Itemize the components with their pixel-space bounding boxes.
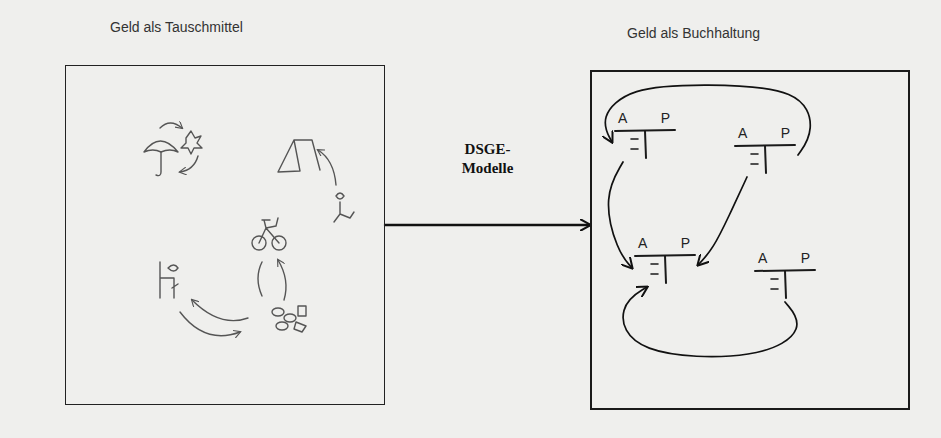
- t-account-stem: [765, 146, 766, 173]
- asset-side-label: A: [758, 250, 767, 266]
- asset-side-label: A: [638, 235, 647, 251]
- swap-arrow: [318, 150, 336, 185]
- asset-side-label: A: [618, 110, 627, 126]
- liability-side-label: P: [681, 235, 690, 251]
- t-account: AP: [635, 235, 695, 283]
- tent-doodle: [278, 140, 320, 172]
- entry-mark: [631, 139, 638, 149]
- booking-arrow: [623, 287, 797, 357]
- transition-arrow: [385, 224, 590, 226]
- goods-doodle: [272, 308, 284, 316]
- edge-label: DSGE-Modelle: [447, 140, 529, 178]
- t-account-stem: [665, 256, 666, 283]
- flower-doodle: [181, 131, 202, 154]
- liability-side-label: P: [781, 125, 790, 141]
- entry-mark: [771, 279, 778, 289]
- t-account: AP: [735, 125, 795, 173]
- liability-side-label: P: [661, 110, 670, 126]
- swap-arrow: [258, 262, 262, 296]
- panel-heading: Geld als Tauschmittel: [110, 19, 243, 35]
- liability-side-label: P: [801, 250, 810, 266]
- asset-side-label: A: [738, 125, 747, 141]
- t-account: AP: [755, 250, 815, 298]
- booking-arrow: [605, 85, 810, 155]
- swap-arrow: [160, 123, 182, 128]
- swap-arrow: [278, 260, 286, 300]
- goods-doodle: [294, 306, 306, 332]
- bicycle-frame: [259, 218, 279, 243]
- t-account-stem: [785, 271, 786, 298]
- booking-arrow: [609, 162, 632, 268]
- chair-doodle: [160, 262, 178, 298]
- swap-arrow: [180, 312, 240, 336]
- goods-doodle: [284, 314, 296, 322]
- entry-mark: [651, 264, 658, 274]
- swap-arrow: [192, 300, 248, 321]
- entry-mark: [751, 154, 758, 164]
- umbrella-handle: [156, 152, 161, 176]
- umbrella-doodle: [144, 141, 178, 152]
- person-doodle: [334, 193, 354, 222]
- panel-heading: Geld als Buchhaltung: [627, 25, 760, 41]
- swap-arrow: [180, 156, 198, 172]
- t-account: AP: [615, 110, 675, 158]
- accounting-panel: Geld als BuchhaltungAPAPAPAP: [590, 70, 910, 410]
- t-account-stem: [645, 131, 646, 158]
- barter-panel: Geld als Tauschmittel: [65, 65, 385, 405]
- booking-arrow: [698, 177, 747, 265]
- goods-doodle: [276, 322, 288, 330]
